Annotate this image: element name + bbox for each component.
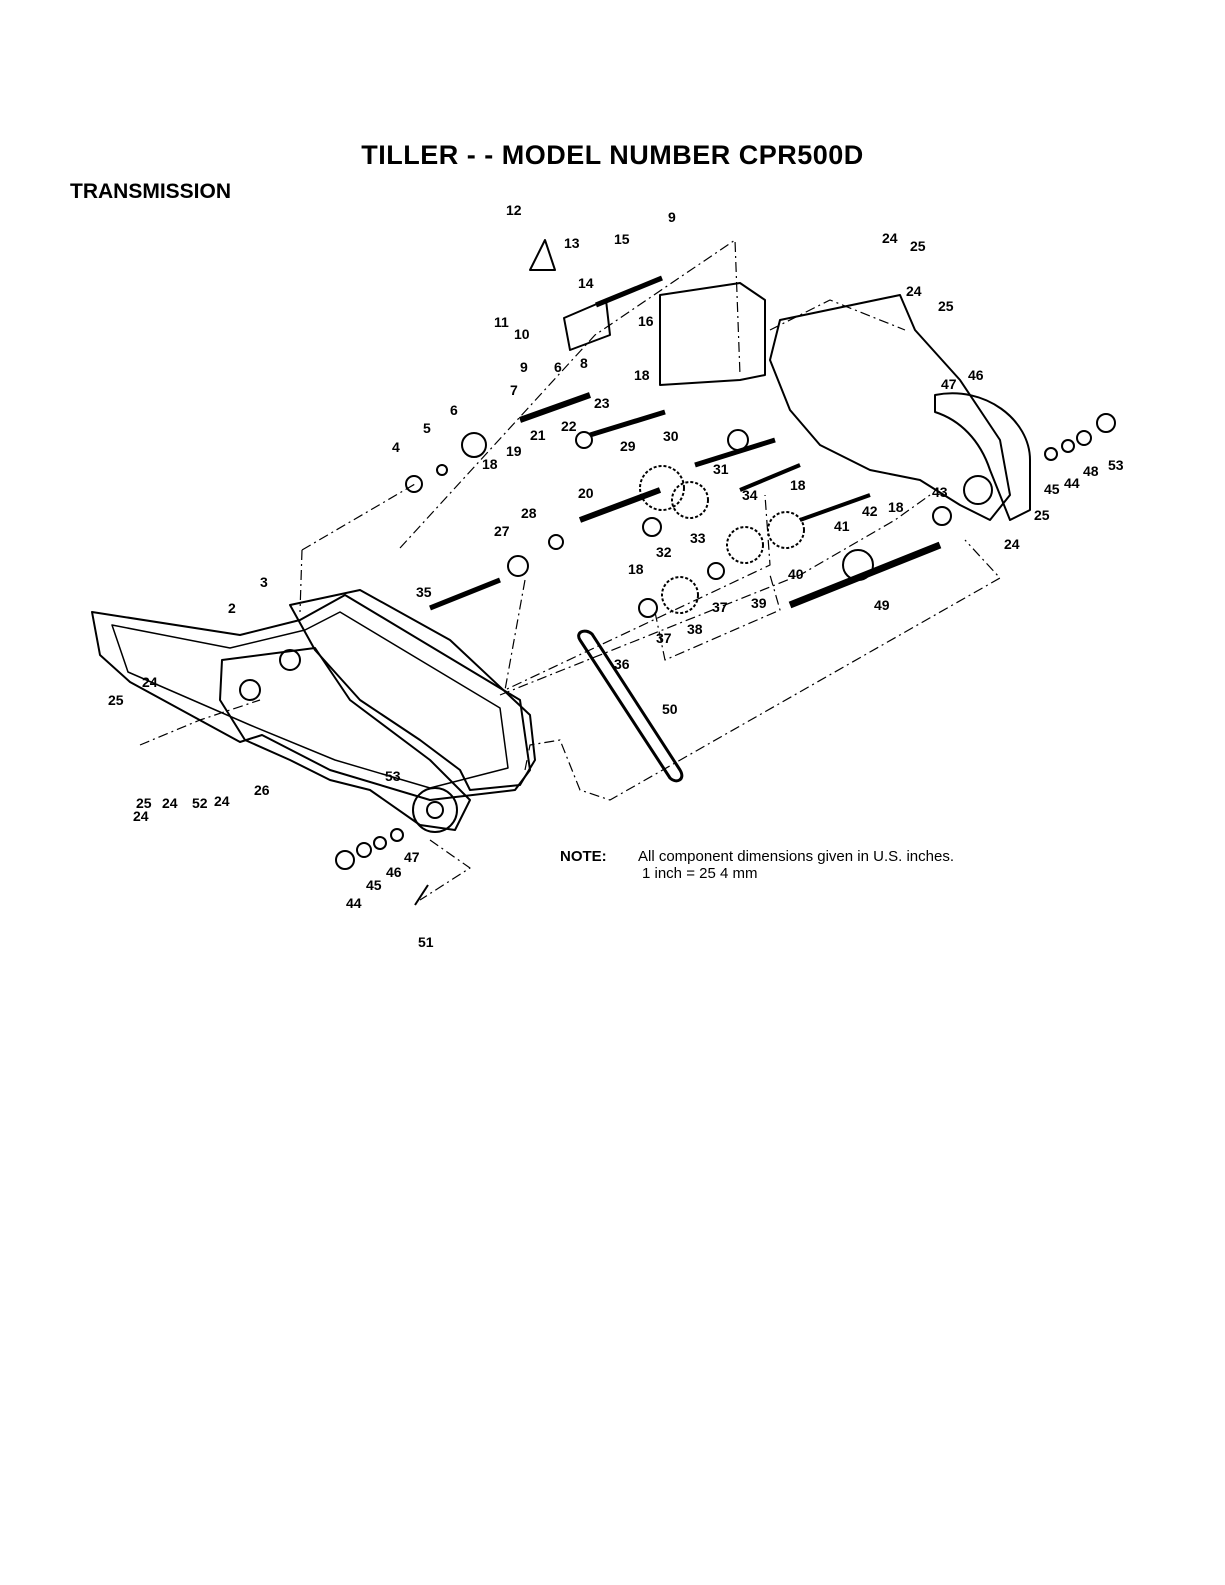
callout-45: 45 [1044, 481, 1060, 497]
callout-41: 41 [834, 518, 850, 534]
callout-19: 19 [506, 443, 522, 459]
callout-45: 45 [366, 877, 382, 893]
callout-25: 25 [136, 795, 152, 811]
callout-21: 21 [530, 427, 546, 443]
callout-33: 33 [690, 530, 706, 546]
callout-53: 53 [385, 768, 401, 784]
note-label: NOTE: [560, 848, 607, 865]
callout-13: 13 [564, 235, 580, 251]
callout-27: 27 [494, 523, 510, 539]
callout-12: 12 [506, 202, 522, 218]
callout-9: 9 [520, 359, 528, 375]
callout-11: 11 [494, 314, 509, 330]
callout-47: 47 [404, 849, 420, 865]
dimension-note: NOTE: All component dimensions given in U… [560, 848, 954, 882]
callout-24: 24 [142, 674, 158, 690]
left-side-plate [91, 594, 531, 801]
callout-43: 43 [932, 484, 948, 500]
callout-18: 18 [790, 477, 806, 493]
callout-26: 26 [254, 782, 270, 798]
callout-31: 31 [713, 461, 729, 477]
callout-15: 15 [614, 231, 630, 247]
callout-18: 18 [628, 561, 644, 577]
callout-50: 50 [662, 701, 678, 717]
callout-44: 44 [1064, 475, 1080, 491]
callout-22: 22 [561, 418, 577, 434]
callout-46: 46 [386, 864, 402, 880]
callout-6: 6 [554, 359, 562, 375]
callout-4: 4 [392, 439, 400, 455]
callout-24: 24 [906, 283, 922, 299]
callout-6: 6 [450, 402, 458, 418]
callout-42: 42 [862, 503, 878, 519]
callout-24: 24 [133, 808, 149, 824]
callout-3: 3 [260, 574, 268, 590]
callout-25: 25 [910, 238, 926, 254]
callout-16: 16 [638, 313, 654, 329]
callout-25: 25 [1034, 507, 1050, 523]
callout-29: 29 [620, 438, 636, 454]
callout-23: 23 [594, 395, 610, 411]
callout-25: 25 [108, 692, 124, 708]
chain-belt [577, 629, 684, 783]
callout-18: 18 [482, 456, 498, 472]
note-line-1: All component dimensions given in U.S. i… [638, 848, 954, 865]
callout-2: 2 [228, 600, 236, 616]
callout-52: 52 [192, 795, 208, 811]
callout-35: 35 [416, 584, 432, 600]
right-guard [934, 392, 1031, 521]
callout-10: 10 [514, 326, 530, 342]
callout-53: 53 [1108, 457, 1124, 473]
callout-24: 24 [162, 795, 178, 811]
callout-32: 32 [656, 544, 672, 560]
left-side-plate-inner [111, 611, 509, 789]
callout-44: 44 [346, 895, 362, 911]
section-heading: TRANSMISSION [70, 180, 232, 203]
right-side-plate [769, 294, 1011, 521]
page-title: TILLER - - MODEL NUMBER CPR500D [361, 140, 864, 170]
callout-24: 24 [214, 793, 230, 809]
callout-51: 51 [418, 934, 434, 950]
right-upper-block [659, 282, 766, 386]
callout-47: 47 [941, 376, 957, 392]
callout-34: 34 [742, 487, 758, 503]
callout-5: 5 [423, 420, 431, 436]
callout-28: 28 [521, 505, 537, 521]
callout-25: 25 [938, 298, 954, 314]
callout-7: 7 [510, 382, 518, 398]
callout-49: 49 [874, 597, 890, 613]
callout-40: 40 [788, 566, 804, 582]
callout-36: 36 [614, 656, 630, 672]
callout-8: 8 [580, 355, 588, 371]
callout-38: 38 [687, 621, 703, 637]
callout-30: 30 [663, 428, 679, 444]
callout-9: 9 [668, 209, 676, 225]
callout-46: 46 [968, 367, 984, 383]
callout-18: 18 [634, 367, 650, 383]
callout-18: 18 [888, 499, 904, 515]
note-line-2: 1 inch = 25 4 mm [642, 865, 758, 882]
callout-24: 24 [882, 230, 898, 246]
left-cover [289, 589, 536, 791]
callout-20: 20 [578, 485, 594, 501]
callout-14: 14 [578, 275, 594, 291]
callout-37: 37 [656, 630, 672, 646]
callout-39: 39 [751, 595, 767, 611]
callout-24: 24 [1004, 536, 1020, 552]
callout-48: 48 [1083, 463, 1099, 479]
callout-37: 37 [712, 599, 728, 615]
